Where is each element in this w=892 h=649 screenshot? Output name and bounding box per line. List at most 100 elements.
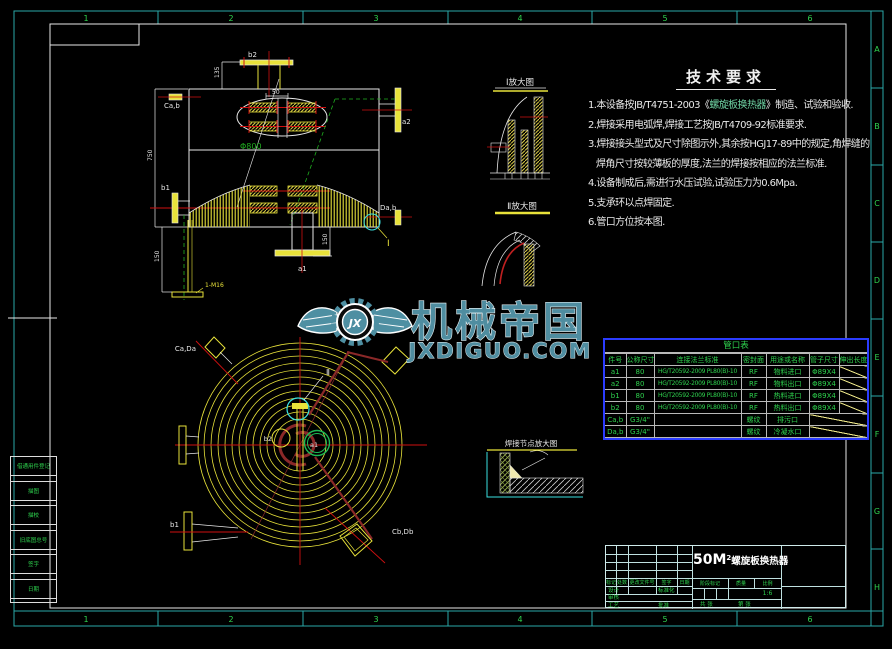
spiral-view bbox=[170, 336, 427, 565]
zone-top-5: 5 bbox=[662, 14, 667, 23]
side-strip-cell: 描图 bbox=[11, 482, 56, 501]
watermark: JX 机械帝国 JXDIGUO.COM bbox=[297, 297, 591, 364]
tb-rev-count: 处数 bbox=[616, 579, 627, 586]
label-cab-front: Ca,b bbox=[164, 102, 180, 110]
watermark-logo: JX bbox=[297, 298, 413, 346]
zone-bot-1: 1 bbox=[83, 615, 88, 624]
nozzle-table-title: 管口表 bbox=[605, 340, 867, 353]
detail2-title: Ⅱ放大图 bbox=[507, 201, 537, 212]
label-b1-front: b1 bbox=[161, 184, 170, 192]
zone-right-d: D bbox=[874, 276, 880, 285]
zone-right-f: F bbox=[875, 430, 880, 439]
zone-right-b: B bbox=[874, 122, 880, 131]
side-strip-gap bbox=[11, 525, 56, 531]
side-strip-gap bbox=[11, 574, 56, 580]
weld-detail-title: 焊接节点放大图 bbox=[505, 438, 558, 448]
zone-top-4: 4 bbox=[517, 14, 522, 23]
side-strip-gap bbox=[11, 550, 56, 555]
detail-2-view bbox=[481, 231, 541, 287]
tech-line-3: 3.焊接接头型式及尺寸除图示外,其余按HGJ17-89中的规定,角焊缝的 bbox=[588, 139, 870, 150]
label-cbdb-spiral: Cb,Db bbox=[392, 528, 414, 536]
zone-top-6: 6 bbox=[807, 14, 812, 23]
weld-detail-view bbox=[486, 450, 584, 498]
watermark-jx: JX bbox=[347, 317, 362, 330]
tb-process: 工艺 bbox=[608, 603, 620, 609]
tech-line-1: 1.本设备按JB/T4751-2003《螺旋板换热器》制造、试验和验收. bbox=[588, 100, 854, 111]
tb-scale: 比例 bbox=[762, 580, 773, 587]
nozzle-table-header-row: 件号公称尺寸连接法兰标准密封面用途或名称管子尺寸伸出长度 bbox=[605, 353, 867, 366]
front-view bbox=[150, 51, 412, 300]
side-strip-cell: 旧底图总号 bbox=[11, 531, 56, 550]
label-cada-spiral: Ca,Da bbox=[175, 345, 196, 353]
side-strip-cell: 签字 bbox=[11, 555, 56, 574]
dim-750: 750 bbox=[147, 149, 154, 161]
tb-stage: 阶段标记 bbox=[699, 580, 720, 587]
tb-rev-mark: 标记 bbox=[606, 579, 617, 586]
label-a1-front: a1 bbox=[298, 265, 307, 273]
view-titles: Ⅰ放大图 Ⅱ放大图 焊接节点放大图 bbox=[487, 77, 577, 451]
side-strip-cell: 借通用件登记 bbox=[11, 457, 56, 476]
side-strip: 借通用件登记 描图 描校 旧底图总号 签字 日期 bbox=[10, 456, 57, 603]
watermark-text-en: JXDIGUO.COM bbox=[406, 339, 591, 364]
tech-line-7: 6.管口方位按本图. bbox=[588, 217, 665, 228]
tb-standardize: 标准化 bbox=[658, 587, 675, 594]
tb-rev-doc: 更改文件号 bbox=[629, 579, 655, 586]
tb-rev-sign: 签字 bbox=[661, 579, 672, 586]
zone-top-1: 1 bbox=[83, 14, 88, 23]
zone-bot-4: 4 bbox=[517, 615, 522, 624]
tb-sheet-no: 第 张 bbox=[738, 602, 751, 608]
label-b1-spiral: b1 bbox=[170, 521, 179, 529]
tech-requirements-title: 技术要求 bbox=[675, 66, 776, 90]
sheet-frame-white bbox=[8, 23, 847, 609]
tb-weight: 质量 bbox=[735, 580, 746, 587]
dim-50: 50 bbox=[272, 89, 280, 96]
tech-line-6: 5.支承环以点焊固定. bbox=[588, 197, 675, 209]
zone-right-a: A bbox=[874, 45, 880, 54]
tech-line-4: 焊角尺寸按较薄板的厚度,法兰的焊接按相应的法兰标准. bbox=[596, 158, 827, 170]
zone-right-h: H bbox=[874, 583, 880, 592]
tech-line-5: 4.设备制成后,需进行水压试验,试验压力为0.6Mpa. bbox=[588, 178, 798, 189]
zone-right-c: C bbox=[874, 199, 880, 208]
label-dab-front: Da,b bbox=[380, 204, 397, 212]
label-anchor-note: 1-M16 bbox=[205, 282, 224, 289]
side-strip-cell: 描校 bbox=[11, 506, 56, 525]
tech-requirements: 技术要求 1.本设备按JB/T4751-2003《螺旋板换热器》制造、试验和验收… bbox=[588, 66, 870, 233]
title-block: 标记 处数 更改文件号 签字 日期 设计 标准化 审核 工艺 批准 50M2螺旋… bbox=[605, 545, 846, 609]
dim-phi800: Φ800 bbox=[240, 142, 262, 151]
label-b2-front: b2 bbox=[248, 51, 257, 59]
zone-labels: 1 2 3 4 5 6 1 2 3 4 5 6 A B C D E F G H bbox=[83, 14, 880, 624]
watermark-text-cn: 机械帝国 bbox=[411, 298, 587, 346]
side-strip-gap bbox=[11, 476, 56, 482]
detail-1-view bbox=[487, 96, 550, 180]
zone-top-2: 2 bbox=[228, 14, 233, 23]
zone-bot-2: 2 bbox=[228, 615, 233, 624]
tech-line-2: 2.焊接采用电弧焊,焊接工艺按JB/T4709-92标准要求. bbox=[588, 119, 807, 131]
zone-right-e: E bbox=[874, 353, 879, 362]
detail1-title: Ⅰ放大图 bbox=[506, 77, 534, 88]
label-a1-spiral: a1 bbox=[310, 441, 318, 449]
zone-bot-6: 6 bbox=[807, 615, 812, 624]
zone-top-3: 3 bbox=[373, 14, 378, 23]
zone-bot-5: 5 bbox=[662, 615, 667, 624]
dim-150-left: 150 bbox=[154, 250, 161, 262]
dim-150-right: 150 bbox=[322, 233, 329, 245]
label-a2-front: a2 bbox=[402, 118, 411, 126]
tb-sheets-total: 共 张 bbox=[700, 602, 713, 608]
tb-rev-date: 日期 bbox=[679, 579, 690, 586]
tb-scale-value: 1:6 bbox=[762, 589, 773, 597]
tb-approve: 批准 bbox=[658, 603, 670, 609]
side-strip-cell: 日期 bbox=[11, 580, 56, 599]
zone-bot-3: 3 bbox=[373, 615, 378, 624]
drawing-labels: b2 135 50 Ca,b a2 Φ800 750 b1 Da,b I 150… bbox=[147, 51, 414, 536]
tb-check: 审核 bbox=[608, 595, 620, 601]
dim-135: 135 bbox=[214, 66, 221, 78]
side-strip-gap bbox=[11, 501, 56, 506]
